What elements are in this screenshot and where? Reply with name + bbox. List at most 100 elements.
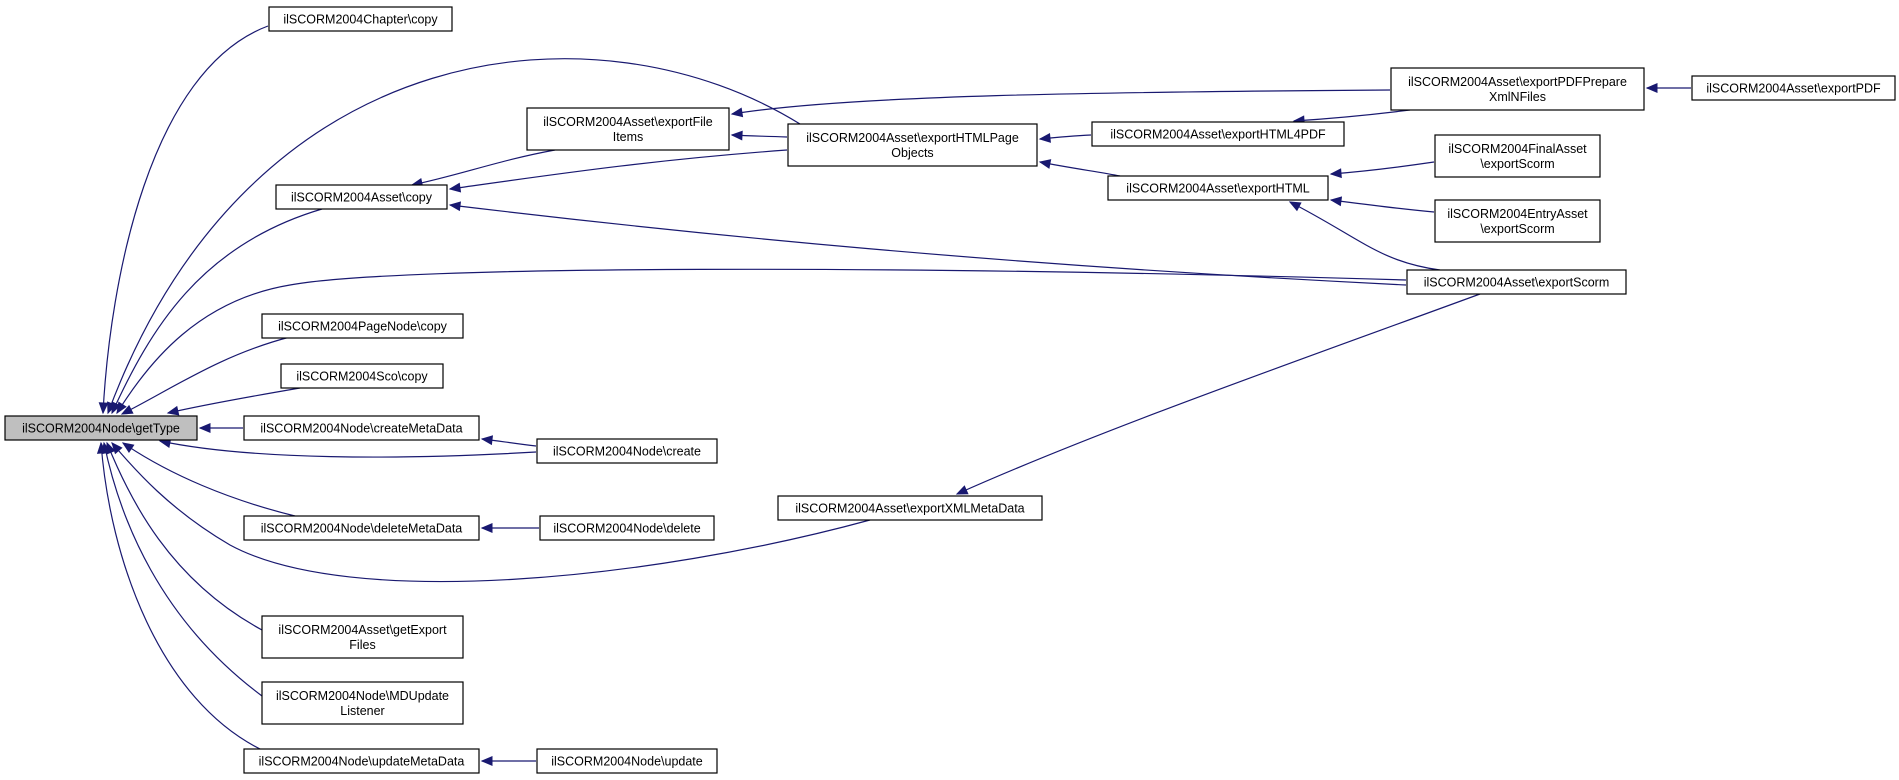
arrowhead-icon [1038, 133, 1051, 143]
arrowhead-icon [120, 404, 134, 415]
node-label: ilSCORM2004Asset\copy [291, 191, 433, 205]
edge-export-htmlpage-objects-to-export-file-items [730, 130, 788, 141]
node-chapter-copy[interactable]: ilSCORM2004Chapter\copy [268, 6, 453, 32]
node-get-type[interactable]: ilSCORM2004Node\getType [4, 415, 198, 441]
node-label: \exportScorm [1480, 157, 1554, 171]
edge-node-delete-to-delete-meta-data [480, 523, 539, 533]
node-box[interactable] [536, 748, 718, 774]
node-box[interactable] [261, 681, 464, 725]
arrowhead-icon [730, 107, 744, 118]
node-box[interactable] [280, 363, 444, 389]
edge-line [121, 336, 291, 415]
edge-line [731, 89, 1391, 115]
node-box[interactable] [261, 615, 464, 659]
node-box[interactable] [1390, 67, 1645, 111]
node-node-update[interactable]: ilSCORM2004Node\update [536, 748, 718, 774]
node-label: ilSCORM2004Node\delete [553, 522, 700, 536]
node-box[interactable] [1107, 175, 1329, 201]
arrowhead-icon [111, 442, 123, 455]
node-label: ilSCORM2004Asset\exportPDFPrepare [1408, 75, 1627, 89]
node-asset-copy[interactable]: ilSCORM2004Asset\copy [275, 184, 448, 210]
node-delete-meta-data[interactable]: ilSCORM2004Node\deleteMetaData [243, 515, 480, 541]
node-box[interactable] [243, 748, 480, 774]
node-label: ilSCORM2004Node\create [553, 445, 701, 459]
node-box[interactable] [1691, 75, 1896, 101]
edge-export-file-items-to-asset-copy [410, 149, 556, 188]
node-create-meta-data[interactable]: ilSCORM2004Node\createMetaData [243, 415, 480, 441]
edge-line [111, 442, 871, 583]
node-box[interactable] [275, 184, 448, 210]
node-box[interactable] [268, 6, 453, 32]
node-box[interactable] [536, 438, 718, 464]
node-export-pdfprepare[interactable]: ilSCORM2004Asset\exportPDFPrepareXmlNFil… [1390, 67, 1645, 111]
edge-create-meta-data-to-get-type [198, 423, 243, 433]
edge-page-node-copy-to-get-type [120, 336, 291, 415]
node-box[interactable] [787, 123, 1038, 167]
edge-line [1330, 199, 1435, 213]
arrowhead-icon [166, 405, 180, 416]
edge-export-htmlpage-objects-to-asset-copy [448, 149, 788, 193]
node-box[interactable] [1434, 199, 1601, 243]
node-export-html[interactable]: ilSCORM2004Asset\exportHTML [1107, 175, 1329, 201]
node-box[interactable] [526, 107, 730, 151]
node-label: Objects [891, 146, 933, 160]
node-label: ilSCORM2004Asset\exportPDF [1706, 82, 1881, 96]
node-sco-copy[interactable]: ilSCORM2004Sco\copy [280, 363, 444, 389]
edge-export-html4-pdf-to-export-htmlpage-objects [1038, 133, 1092, 143]
edge-entry-asset-export-scorm-to-export-html [1329, 196, 1435, 213]
arrowhead-icon [98, 402, 109, 415]
edge-node-create-to-create-meta-data [480, 435, 537, 447]
arrowhead-icon [1288, 201, 1302, 212]
edge-export-html-to-export-htmlpage-objects [1038, 159, 1121, 177]
arrowhead-icon [1038, 159, 1052, 169]
node-update-meta-data[interactable]: ilSCORM2004Node\updateMetaData [243, 748, 480, 774]
node-box[interactable] [261, 313, 464, 339]
node-box[interactable] [777, 495, 1043, 521]
node-label: ilSCORM2004FinalAsset [1448, 142, 1587, 156]
arrowhead-icon [480, 756, 493, 766]
edge-node-create-to-get-type [158, 438, 537, 458]
arrowhead-icon [121, 442, 135, 453]
node-node-create[interactable]: ilSCORM2004Node\create [536, 438, 718, 464]
node-export-xmlmeta-data[interactable]: ilSCORM2004Asset\exportXMLMetaData [777, 495, 1043, 521]
node-box[interactable] [539, 515, 715, 541]
node-export-html4-pdf[interactable]: ilSCORM2004Asset\exportHTML4PDF [1091, 121, 1345, 147]
arrowhead-icon [198, 423, 211, 433]
edge-line [102, 25, 269, 414]
node-label: ilSCORM2004Asset\exportHTML4PDF [1110, 128, 1326, 142]
edge-line [122, 442, 296, 517]
edge-line [449, 204, 1407, 286]
edge-line [116, 268, 1407, 414]
node-page-node-copy[interactable]: ilSCORM2004PageNode\copy [261, 313, 464, 339]
node-box[interactable] [1091, 121, 1345, 147]
node-label: ilSCORM2004EntryAsset [1447, 207, 1588, 221]
edge-line [449, 149, 788, 190]
node-asset-export-scorm[interactable]: ilSCORM2004Asset\exportScorm [1406, 269, 1627, 295]
edge-line [159, 440, 537, 458]
node-node-delete[interactable]: ilSCORM2004Node\delete [539, 515, 715, 541]
node-export-pdf[interactable]: ilSCORM2004Asset\exportPDF [1691, 75, 1896, 101]
edge-line [111, 208, 323, 414]
edge-sco-copy-to-get-type [166, 387, 301, 416]
edge-asset-export-scorm-to-asset-copy [448, 201, 1407, 286]
node-box[interactable] [243, 415, 480, 441]
node-box[interactable] [1406, 269, 1627, 295]
node-entry-asset-export-scorm[interactable]: ilSCORM2004EntryAsset\exportScorm [1434, 199, 1601, 243]
node-box[interactable] [1434, 134, 1601, 178]
node-box[interactable] [243, 515, 480, 541]
root-node-box[interactable] [4, 415, 198, 441]
nodes-layer: ilSCORM2004Node\getType ilSCORM2004Chapte… [4, 6, 1896, 774]
arrowhead-icon [116, 401, 127, 415]
node-final-asset-export-scorm[interactable]: ilSCORM2004FinalAsset\exportScorm [1434, 134, 1601, 178]
edge-chapter-copy-to-get-type [98, 25, 269, 415]
arrowhead-icon [480, 435, 494, 446]
edge-final-asset-export-scorm-to-export-html [1329, 161, 1435, 179]
node-label: ilSCORM2004Asset\exportXMLMetaData [795, 502, 1024, 516]
edge-node-update-to-update-meta-data [480, 756, 536, 766]
edge-line [100, 442, 263, 751]
